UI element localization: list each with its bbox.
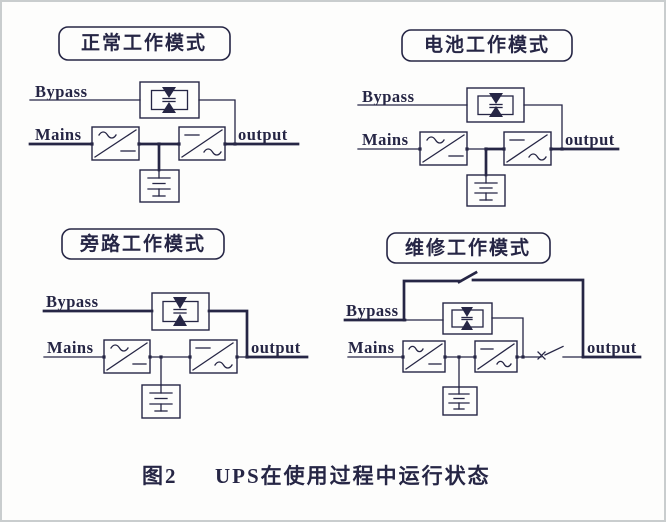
output-label: output <box>587 338 637 357</box>
connection-dots <box>418 147 564 151</box>
ac-tilde-icon <box>528 153 547 161</box>
disconnect-x-icon <box>537 351 546 360</box>
ac-tilde-icon <box>408 345 424 353</box>
diagram-bypass-mode: 旁路工作模式 Bypass Mains output <box>42 228 309 419</box>
mains-label: Mains <box>348 338 395 357</box>
title-box <box>386 232 551 264</box>
title-box <box>401 29 573 62</box>
bypass-label: Bypass <box>46 292 99 311</box>
diagram-normal-mode: 正常工作模式 Bypass Mains output <box>28 26 300 203</box>
static-switch-box <box>442 302 493 335</box>
connection-dots <box>102 355 249 359</box>
battery-box <box>442 386 478 416</box>
converter-diagonal <box>94 129 137 158</box>
mains-label: Mains <box>47 338 94 357</box>
converter-diagonal <box>181 129 223 158</box>
title-text: 电池工作模式 <box>424 33 550 56</box>
thyristor-up-icon <box>461 320 473 330</box>
static-switch-output-wire <box>207 309 249 359</box>
thyristor-up-icon <box>489 106 503 117</box>
converter-diagonal <box>422 134 465 163</box>
converter-diagonal <box>405 343 443 370</box>
figure-caption: 图2 UPS在使用过程中运行状态 <box>142 464 491 488</box>
output-label: output <box>238 125 288 144</box>
thyristor-down-icon <box>173 297 187 309</box>
thyristor-down-icon <box>162 87 176 98</box>
title-text: 正常工作模式 <box>81 31 207 54</box>
diagram-battery-mode: 电池工作模式 Bypass Mains output <box>357 29 620 207</box>
thyristor-down-icon <box>489 93 503 104</box>
title-text: 维修工作模式 <box>405 236 531 259</box>
converter-diagonal <box>106 342 148 371</box>
converter-diagonal <box>506 134 548 163</box>
static-switch-box <box>151 292 210 331</box>
ac-tilde-icon <box>203 148 222 156</box>
ac-tilde-icon <box>426 136 445 144</box>
bypass-label: Bypass <box>362 87 415 106</box>
title-box <box>61 228 225 260</box>
battery-icon <box>147 169 171 197</box>
title-text: 旁路工作模式 <box>79 232 206 255</box>
figure-title: UPS在使用过程中运行状态 <box>215 464 491 488</box>
static-switch-output-wire <box>491 317 524 358</box>
connection-dots <box>401 355 525 359</box>
open-switch-blade-icon <box>544 345 564 356</box>
static-switch-output-wire <box>523 104 563 150</box>
output-label: output <box>251 338 301 357</box>
connection-dots <box>90 142 237 146</box>
ac-tilde-icon <box>98 131 117 139</box>
diagram-maintenance-mode: 维修工作模式 Bypass Mains <box>343 232 642 416</box>
battery-icon <box>149 384 173 412</box>
mains-label: Mains <box>362 130 409 149</box>
mains-label: Mains <box>35 125 82 144</box>
open-switch-blade-icon <box>457 270 478 284</box>
maintenance-wire-right <box>471 278 585 359</box>
title-box <box>58 26 231 61</box>
maintenance-bypass-path <box>402 270 585 359</box>
static-switch-box <box>139 81 200 119</box>
battery-icon <box>474 174 498 201</box>
output-label: output <box>565 130 615 149</box>
figure-number: 图2 <box>142 464 178 488</box>
bypass-label: Bypass <box>35 82 88 101</box>
ac-tilde-icon <box>496 360 512 368</box>
maintenance-wire-left <box>402 279 462 322</box>
thyristor-down-icon <box>461 307 473 317</box>
ac-tilde-icon <box>110 344 129 352</box>
static-switch-output-wire <box>198 99 236 145</box>
converter-diagonal <box>192 342 234 371</box>
converter-diagonal <box>477 343 515 370</box>
static-switch-box <box>466 87 525 123</box>
thyristor-up-icon <box>162 102 176 113</box>
ac-tilde-icon <box>214 361 233 369</box>
bypass-label: Bypass <box>346 301 399 320</box>
battery-icon <box>448 386 470 410</box>
thyristor-up-icon <box>173 314 187 326</box>
